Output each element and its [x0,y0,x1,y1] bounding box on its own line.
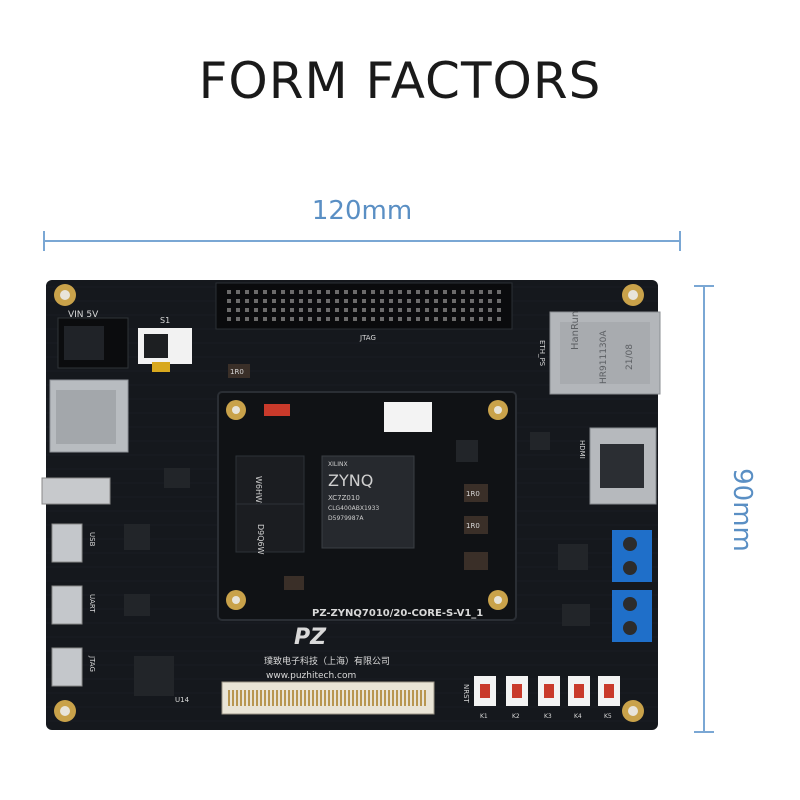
svg-text:HanRun: HanRun [570,311,581,350]
core-label: PZ-ZYNQ7010/20-CORE-S-V1_1 [312,608,483,619]
height-dimension-line [703,286,705,732]
svg-text:HR911130A: HR911130A [599,330,609,384]
power-switch: S1 [138,316,192,364]
chip-u14 [134,656,174,696]
push-buttons: NRST K1 K2 K3 K4 K5 [462,676,620,720]
terminal-blocks [612,530,652,642]
core-module: W6HWS D9Q6W XILINX ZYNQ XC7Z010 CLG400AB… [217,391,517,621]
svg-text:21/08: 21/08 [625,344,635,370]
svg-text:D9Q6W: D9Q6W [256,524,265,555]
website: www.puzhitech.com [266,671,356,681]
bottom-connector [221,681,435,715]
width-left-tick [43,231,45,251]
usb-port-label: USB [88,532,96,547]
svg-text:1R0: 1R0 [466,490,480,498]
chip-left-2 [124,594,150,616]
svg-text:ETH_PS: ETH_PS [538,340,546,367]
svg-text:XC7Z010: XC7Z010 [328,494,360,502]
chip-left-1 [124,524,150,550]
jtag-port-label: JTAG [88,655,96,672]
mounting-holes [54,284,644,722]
svg-text:W6HWS: W6HWS [254,476,263,508]
svg-text:K2: K2 [512,713,520,720]
svg-text:K4: K4 [574,713,582,720]
power-label: VIN 5V [68,310,99,320]
svg-text:K5: K5 [604,713,612,720]
height-bottom-tick [694,731,714,733]
fpga-chip [321,455,415,549]
rj45-jack: HanRun HR911130A 21/08 ETH_PS [538,311,661,395]
svg-text:D5979987A: D5979987A [328,515,364,522]
svg-text:XILINX: XILINX [328,461,348,468]
brand-logo: PZ 璞致电子科技（上海）有限公司 www.puzhitech.com [264,625,390,681]
svg-text:PZ: PZ [294,625,327,650]
svg-text:K3: K3 [544,713,552,720]
ram-chip-top [235,455,305,505]
width-dimension-line [44,240,680,242]
jtag-label-top: JTAG [359,334,376,342]
height-top-tick [694,285,714,287]
svg-text:1R0: 1R0 [230,368,244,376]
power-jack: VIN 5V [57,310,129,369]
hdmi-port: HDMI [578,427,657,505]
micro-usb-ports: USB UART JTAG [51,523,96,687]
chip-u14-label: U14 [175,696,190,704]
width-dimension-label: 120mm [311,196,413,226]
width-right-tick [679,231,681,251]
svg-text:HDMI: HDMI [578,440,586,459]
pin-header-top: JTAG [215,282,513,342]
svg-text:1R0: 1R0 [466,522,480,530]
svg-text:CLG400ABX1933: CLG400ABX1933 [328,505,379,512]
uart-port-label: UART [88,594,96,613]
reset-label: NRST [462,684,470,704]
ram-chip-bottom [235,503,305,553]
company-name: 璞致电子科技（上海）有限公司 [264,655,390,667]
svg-text:K1: K1 [480,713,488,720]
switch-label: S1 [160,316,170,325]
zynq-brand: ZYNQ [328,471,373,490]
page-title: FORM FACTORS [198,52,602,110]
side-connector [41,477,111,505]
